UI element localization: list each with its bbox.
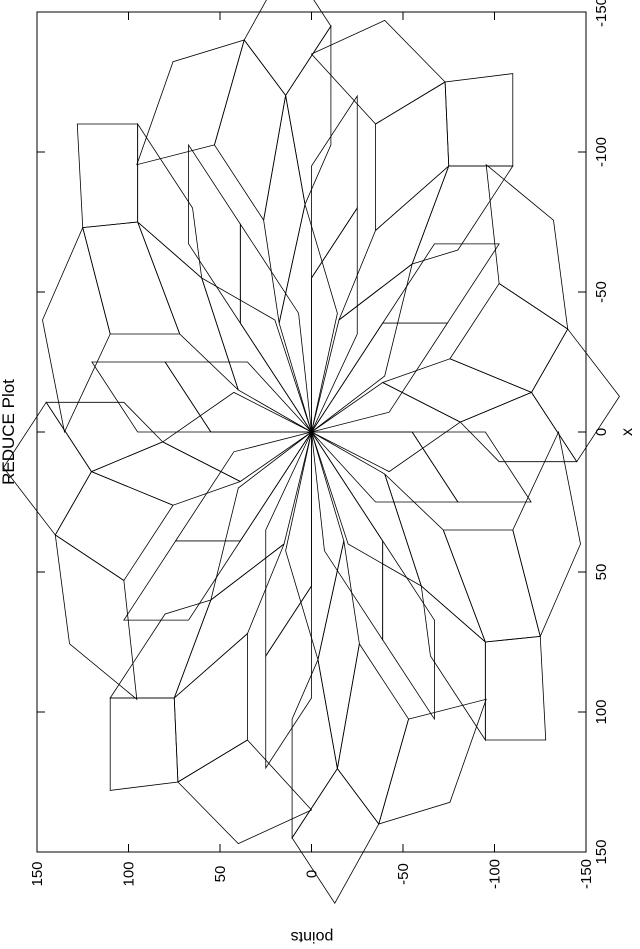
- y-tick-label: 0: [304, 870, 321, 878]
- series-line-1-1: [90, 441, 241, 506]
- series-line-1-6: [384, 473, 486, 643]
- series-line-4-0: [109, 599, 212, 699]
- series-line-6-2: [164, 361, 312, 433]
- series-line-0-7: [285, 431, 345, 660]
- series-line-5-4: [444, 73, 514, 167]
- series-line-5-1: [3, 401, 92, 536]
- x-tick-label: -150: [593, 0, 610, 27]
- series-line-5-2: [76, 123, 139, 229]
- series-line-6-6: [311, 431, 459, 503]
- series-line-7-6: [411, 431, 532, 503]
- series-line-7-4: [311, 94, 358, 279]
- y-tick-label: -150: [578, 859, 595, 889]
- series-line-8-5: [311, 322, 384, 433]
- series-line-3-3: [136, 39, 245, 166]
- x-tick-label: -100: [593, 137, 610, 167]
- series-line-3-0: [177, 739, 313, 845]
- series-line-5-7: [291, 768, 380, 904]
- series-line-0-4: [311, 262, 413, 433]
- series-line-7-0: [265, 585, 312, 770]
- series-line-7-2: [91, 361, 212, 433]
- series-line-2-1: [54, 471, 174, 582]
- series-line-3-6: [512, 430, 581, 638]
- x-tick-label: 150: [593, 839, 610, 864]
- x-tick-label: 0: [593, 428, 610, 436]
- series-line-0-1: [161, 391, 312, 482]
- series-line-2-0: [173, 633, 248, 783]
- series-line-6-4: [311, 206, 358, 433]
- series-line-1-7: [317, 540, 360, 769]
- series-line-7-5: [382, 243, 500, 324]
- series-line-0-6: [311, 431, 423, 587]
- series-line-3-7: [378, 698, 487, 825]
- y-tick-label: -100: [487, 859, 504, 889]
- series-line-4-2: [137, 122, 203, 279]
- series-line-0-2: [200, 277, 312, 433]
- y-tick-label: 100: [121, 861, 138, 886]
- chart-title: REDUCE Plot: [0, 379, 18, 485]
- series-line-7-7: [382, 540, 435, 721]
- series-line-8-3: [239, 322, 312, 433]
- series-line-7-1: [123, 540, 241, 621]
- series-line-3-4: [310, 19, 446, 125]
- series-line-8-7: [311, 431, 384, 542]
- series-line-4-5: [460, 391, 578, 463]
- series-line-3-1: [54, 534, 138, 701]
- series-line-2-2: [82, 221, 181, 335]
- series-line-3-2: [42, 226, 111, 434]
- series-line-1-4: [338, 165, 450, 321]
- series-line-5-5: [531, 328, 620, 463]
- series-line-4-4: [411, 165, 514, 265]
- series-line-2-5: [449, 282, 569, 393]
- series-line-6-0: [265, 431, 312, 658]
- y-tick-label: 150: [29, 861, 46, 886]
- series-line-0-3: [278, 204, 338, 433]
- series-line-2-7: [336, 643, 409, 825]
- series-line-5-6: [484, 635, 547, 741]
- series-line-2-3: [214, 39, 287, 221]
- series-line-3-5: [485, 163, 569, 330]
- tick-layer: -150 -100 -50 0 50 100 150 150 100 50 0 -50 -100 -150: [29, 0, 610, 889]
- series-line-0-0: [210, 431, 312, 602]
- series-line-2-4: [375, 81, 450, 231]
- series-line-5-0: [109, 697, 179, 791]
- y-tick-label: 50: [212, 866, 229, 883]
- series-line-1-2: [137, 221, 239, 391]
- series-line-5-3: [243, 0, 332, 96]
- series-line-1-3: [263, 95, 306, 324]
- series-line-2-6: [442, 529, 541, 643]
- x-tick-label: -50: [593, 281, 610, 303]
- series-line-1-5: [382, 358, 533, 423]
- x-tick-label: 100: [593, 699, 610, 724]
- x-axis-label: x: [619, 428, 636, 436]
- series-line-4-7: [291, 659, 338, 840]
- y-tick-label: -50: [395, 863, 412, 885]
- series-line-4-3: [285, 24, 332, 205]
- series-line-1-0: [173, 543, 285, 699]
- series-line-0-5: [311, 382, 462, 473]
- data-layer: [3, 0, 620, 904]
- y-axis-label: points: [291, 928, 334, 945]
- series-line-4-6: [420, 585, 486, 742]
- series-line-8-1: [239, 431, 312, 542]
- series-line-7-3: [188, 143, 241, 324]
- series-line-4-1: [45, 401, 163, 473]
- x-tick-label: 50: [593, 564, 610, 581]
